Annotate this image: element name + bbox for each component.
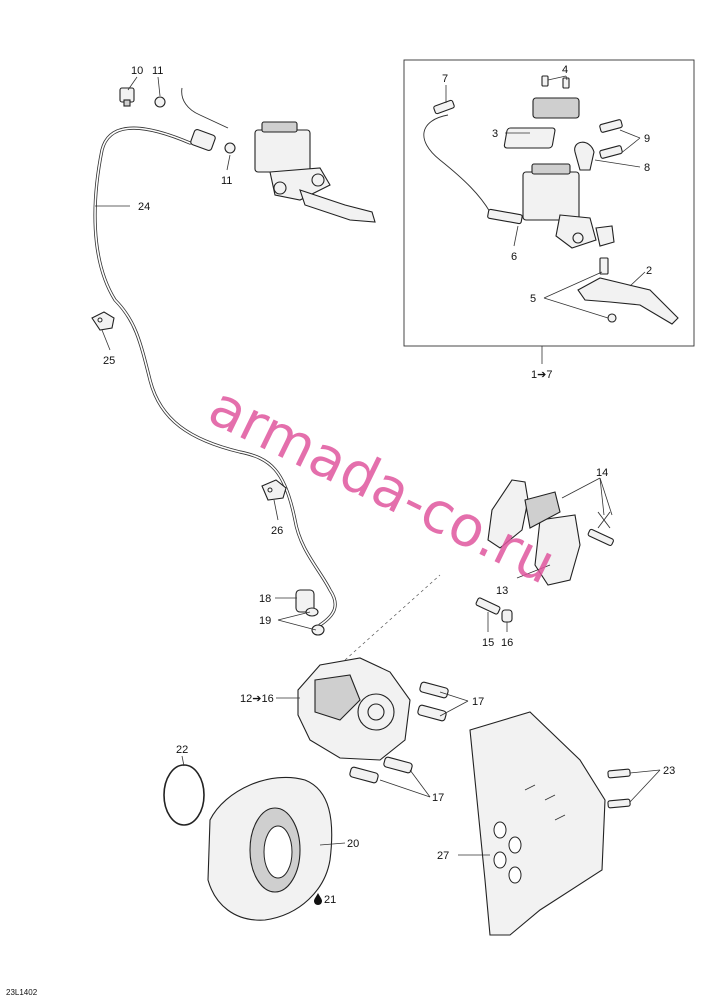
callout-7: 7 [442,73,448,85]
oil-drop-icon [314,893,322,905]
callout-11-lower: 11 [221,175,232,187]
callout-4: 4 [562,64,568,76]
callout-23: 23 [663,765,675,777]
leader-lines [95,75,661,856]
callout-14: 14 [596,467,608,479]
callout-17-upper: 17 [472,696,484,708]
banjo-bolt [119,87,135,107]
brake-pads [487,479,614,586]
callout-9: 9 [644,133,650,145]
callout-3: 3 [492,128,498,140]
o-ring [163,764,205,826]
callout-25: 25 [103,355,115,367]
brake-guard-plate [469,711,631,936]
callout-1-to-7: 1➔7 [531,369,552,381]
hose-clip-lower [261,479,287,501]
sealing-washer-lower [224,142,236,154]
callout-15: 15 [482,637,494,649]
sealing-washer [154,96,166,108]
callout-18: 18 [259,593,271,605]
inset-master-cylinder-parts [423,75,679,325]
banjo-fitting [295,589,325,636]
bleeder-screw [475,597,501,615]
brake-disc [207,776,333,921]
callout-20: 20 [347,838,359,850]
callout-19: 19 [259,615,271,627]
callout-17-lower: 17 [432,792,444,804]
master-cylinder-inset-frame [403,59,695,347]
hose-clip-upper [91,311,115,331]
callout-12-to-16: 12➔16 [240,693,274,705]
callout-labels: 10 11 11 24 25 7 4 3 9 8 6 2 5 1➔7 14 26… [103,64,675,906]
callout-8: 8 [644,162,650,174]
callout-27: 27 [437,850,449,862]
callout-16: 16 [501,637,513,649]
callout-13: 13 [496,585,508,597]
callout-24: 24 [138,201,150,213]
callout-2: 2 [646,265,652,277]
callout-26: 26 [271,525,283,537]
master-cylinder-assembly [181,87,376,223]
figure-code: 23L1402 [6,988,38,997]
callout-6: 6 [511,251,517,263]
callout-5: 5 [530,293,536,305]
callout-10: 10 [131,65,143,77]
brake-caliper [297,657,449,784]
callout-21: 21 [324,894,336,906]
bleeder-cap [501,609,513,623]
callout-11-top: 11 [152,65,163,77]
brake-hose [93,126,337,627]
callout-22: 22 [176,744,188,756]
